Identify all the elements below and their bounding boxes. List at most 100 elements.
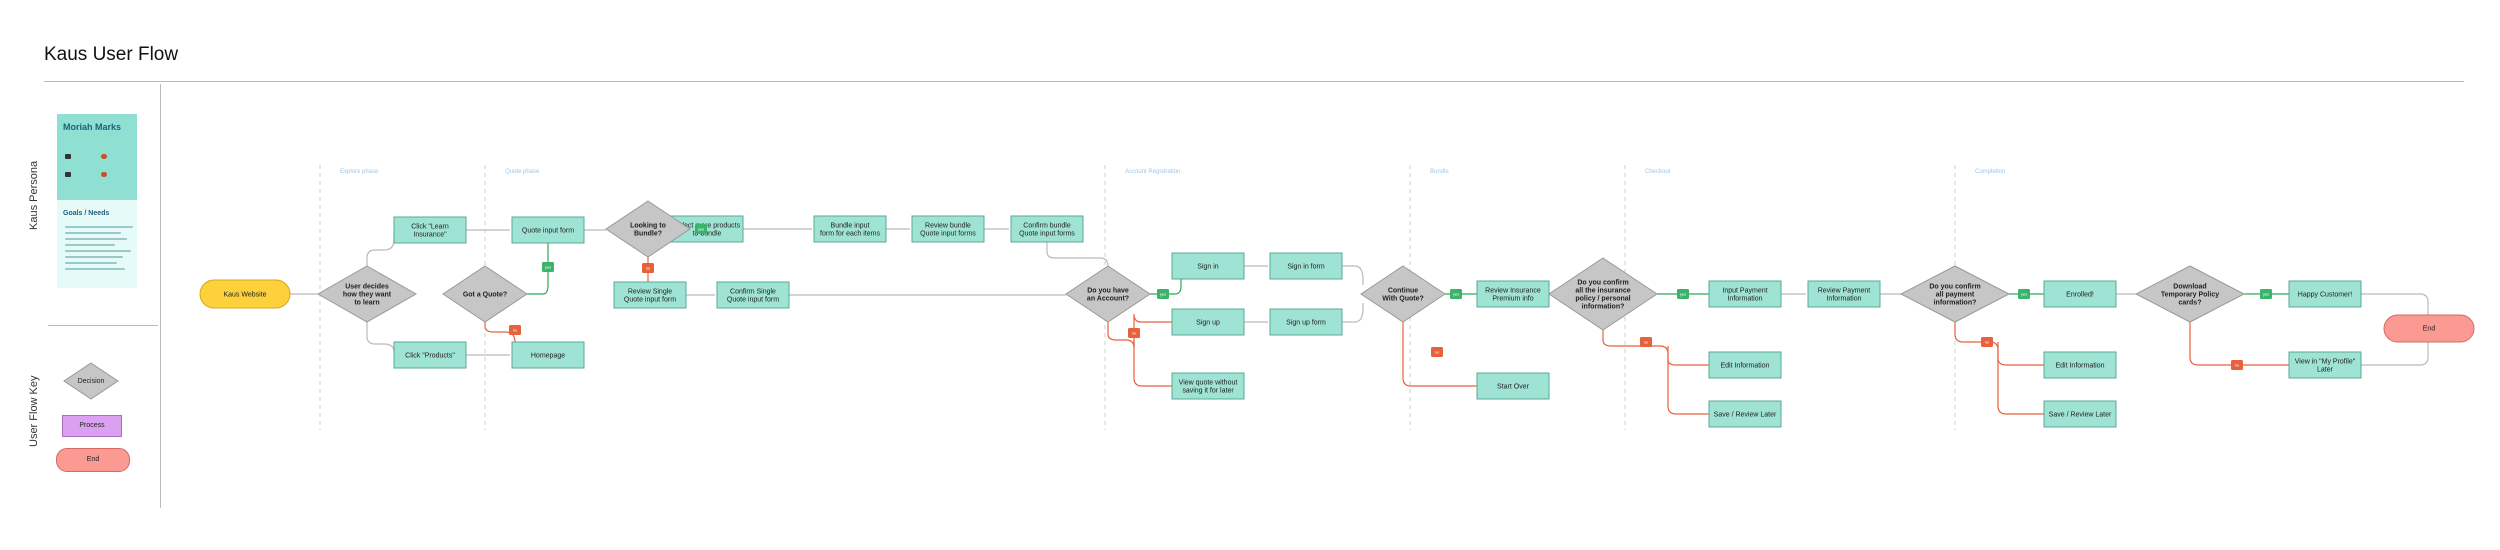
- no-badge-label: no: [1132, 331, 1137, 336]
- flow-connector-no: [1667, 346, 1709, 415]
- process-node-label: Quote input form: [522, 228, 574, 235]
- flow-connector: [366, 230, 395, 266]
- key-decision-label: Decision: [78, 378, 105, 385]
- process-node-label: Save / Review Later: [1714, 412, 1777, 419]
- flow-connector: [1342, 303, 1364, 323]
- decision-node-label: Got a Quote?: [463, 292, 507, 299]
- lane-label: Completion: [1975, 169, 2005, 175]
- process-node-label: Sign up form: [1286, 320, 1326, 327]
- yes-badge: yes: [1157, 289, 1169, 299]
- persona-stat-icon: [65, 154, 71, 159]
- process-node-save-later-1: Save / Review Later: [1708, 400, 1782, 428]
- flow-connector-no: [1133, 340, 1172, 387]
- no-badge: no: [509, 325, 521, 335]
- goal-line: [65, 250, 131, 252]
- process-node-label: Sign in: [1197, 264, 1219, 271]
- end-node: End: [2383, 314, 2475, 343]
- process-node-label: Start Over: [1497, 384, 1530, 391]
- section-divider: [48, 325, 158, 326]
- process-node-sign-up: Sign up: [1171, 308, 1245, 336]
- yes-badge: yes: [695, 224, 707, 234]
- yes-badge-label: yes: [545, 265, 551, 270]
- goal-line: [65, 226, 133, 228]
- yes-badge: yes: [1450, 289, 1462, 299]
- persona-card: Moriah Marks Goals / Needs: [57, 114, 137, 288]
- column-divider: [160, 84, 161, 508]
- process-node-label: Save / Review Later: [2049, 412, 2112, 419]
- goal-line: [65, 244, 115, 246]
- process-node-save-later-2: Save / Review Later: [2043, 400, 2117, 428]
- process-node-label: View in "My Profile"Later: [2295, 359, 2356, 374]
- process-node-homepage: Homepage: [511, 341, 585, 369]
- process-node-label: Edit Information: [2055, 363, 2104, 370]
- flow-connector-no: [1402, 322, 1477, 387]
- process-node-label: Sign up: [1196, 320, 1220, 327]
- lane-label: Quote phase: [505, 169, 540, 175]
- process-node-quote-form: Quote input form: [511, 216, 585, 244]
- lane-label: Explore phase: [340, 169, 379, 175]
- process-node-edit-info-1: Edit Information: [1708, 351, 1782, 379]
- process-node-label: Enrolled!: [2066, 292, 2094, 299]
- flow-connector-no: [2189, 322, 2289, 366]
- no-badge: no: [1128, 328, 1140, 338]
- yes-badge: yes: [2260, 289, 2272, 299]
- start-node: Kaus Website: [199, 279, 291, 309]
- goal-line: [65, 262, 117, 264]
- persona-stat-icon: [101, 172, 107, 177]
- flow-connector-no: [1107, 313, 1172, 349]
- process-node-start-over: Start Over: [1476, 372, 1550, 400]
- no-badge: no: [1640, 337, 1652, 347]
- process-node-happy: Happy Customer!: [2288, 280, 2362, 308]
- process-node-sign-in-form: Sign in form: [1269, 252, 1343, 280]
- process-node-products: Click "Products": [393, 341, 467, 369]
- yes-badge-label: yes: [2021, 292, 2027, 297]
- process-node-view-profile: View in "My Profile"Later: [2288, 351, 2362, 379]
- no-badge: no: [1431, 347, 1443, 357]
- no-badge-label: no: [2235, 363, 2240, 368]
- persona-stat-icon: [101, 154, 107, 159]
- key-decision-shape: Decision: [63, 362, 119, 400]
- key-end-label: End: [86, 456, 100, 463]
- yes-badge-label: yes: [2263, 292, 2269, 297]
- yes-badge-label: yes: [1453, 292, 1459, 297]
- goal-line: [65, 268, 125, 270]
- no-badge: no: [1981, 337, 1993, 347]
- end-node-label: End: [2423, 326, 2436, 333]
- no-badge-label: no: [513, 328, 518, 333]
- key-end-shape: End: [56, 448, 130, 472]
- goal-line: [65, 238, 127, 240]
- process-node-label: Edit Information: [1720, 363, 1769, 370]
- persona-stat-icon: [65, 172, 71, 177]
- flow-connector-no: [1954, 322, 2044, 366]
- yes-badge: yes: [2018, 289, 2030, 299]
- no-badge-label: no: [646, 266, 651, 271]
- yes-badge-label: yes: [1680, 292, 1686, 297]
- goal-line: [65, 256, 123, 258]
- key-process-shape: Process: [62, 415, 122, 437]
- key-process-label: Process: [79, 422, 105, 429]
- process-node-sign-up-form: Sign up form: [1269, 308, 1343, 336]
